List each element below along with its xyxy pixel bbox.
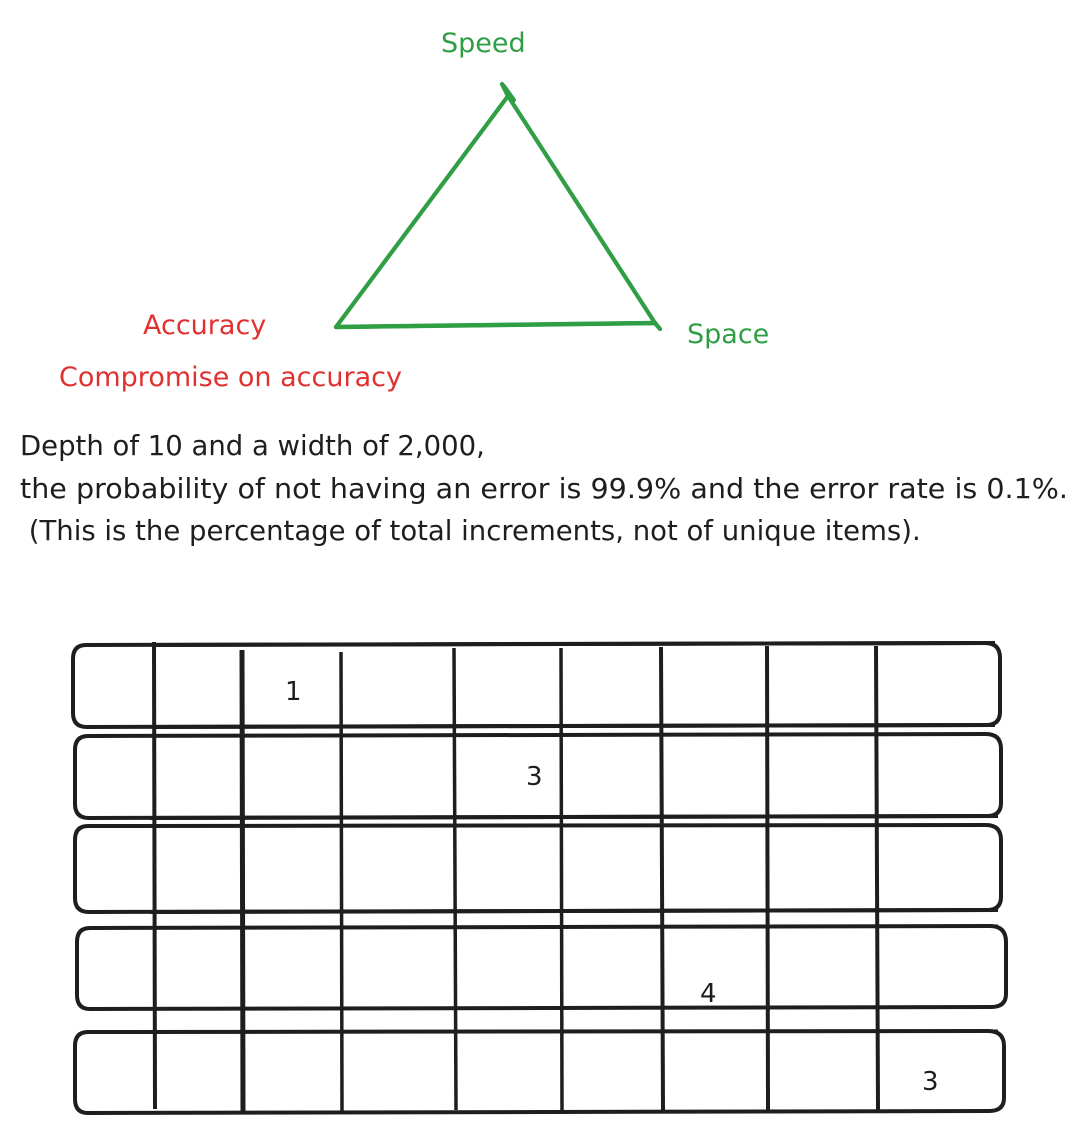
sketch-hline	[149, 908, 999, 914]
sketch-hline	[149, 1029, 999, 1034]
sketch-hline	[149, 924, 999, 930]
sketch-row	[73, 822, 1003, 915]
sketch-row	[71, 640, 1002, 730]
triangle-shape	[333, 81, 663, 332]
sketch-vline	[765, 645, 770, 1111]
cell-value: 3	[526, 762, 543, 792]
note-line-2: the probability of not having an error i…	[20, 473, 1068, 505]
sketch-row	[73, 1028, 1006, 1116]
sketch-vline	[452, 647, 458, 1111]
sketch-hline	[153, 723, 996, 729]
sketch-vline	[559, 647, 564, 1111]
sketch-vline	[659, 646, 665, 1111]
sketch-hline	[153, 641, 996, 647]
sketch-vline	[239, 649, 246, 1113]
sketch-vline	[339, 651, 344, 1112]
accuracy-label: Accuracy	[143, 310, 266, 341]
triangle-base	[333, 320, 658, 330]
note-line-1: Depth of 10 and a width of 2,000,	[20, 430, 485, 462]
cell-value: 3	[922, 1067, 939, 1097]
space-label: Space	[687, 319, 769, 350]
sketch-vline	[874, 645, 880, 1111]
sketch-vline	[152, 641, 157, 1110]
tradeoff-triangle: Speed Space Accuracy Compromise on accur…	[59, 28, 769, 393]
cell-value: 1	[285, 677, 302, 707]
sketch-grid: 1 3 4 3	[71, 640, 1008, 1116]
sketch-horizontal-lines	[149, 641, 999, 1034]
cell-value: 4	[700, 979, 717, 1009]
explanation-note: Depth of 10 and a width of 2,000, the pr…	[20, 430, 1068, 547]
sketch-hline	[149, 814, 999, 820]
speed-label: Speed	[441, 28, 526, 59]
sketch-vertical-lines	[152, 641, 880, 1113]
sketch-row	[75, 923, 1008, 1012]
triangle-apex-mark	[502, 84, 516, 102]
accuracy-sublabel: Compromise on accuracy	[59, 362, 402, 393]
note-line-3: (This is the percentage of total increme…	[20, 515, 921, 547]
sketch-cell-values: 1 3 4 3	[285, 677, 939, 1097]
sketch-rows	[71, 640, 1008, 1116]
